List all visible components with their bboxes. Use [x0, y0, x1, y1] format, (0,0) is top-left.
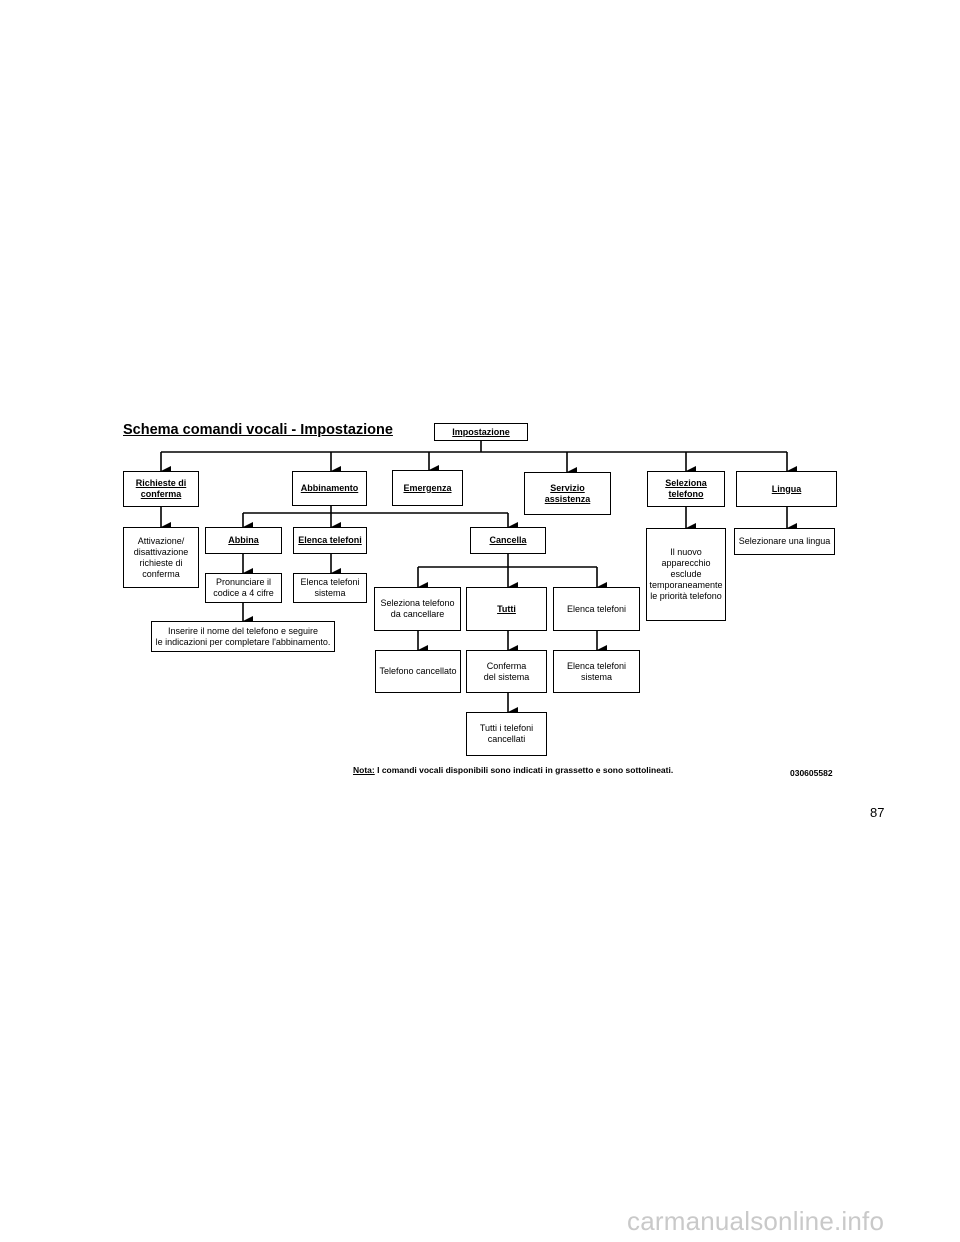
- node-elenca-telefoni-cancella-label: Elenca telefoni: [566, 603, 627, 614]
- node-inserire-nome-label: Inserire il nome del telefono e seguire …: [155, 625, 331, 647]
- node-elenca-telefoni-sistema: Elenca telefoni sistema: [293, 573, 367, 603]
- node-elenca-telefoni-sistema-cancella: Elenca telefoni sistema: [553, 650, 640, 693]
- node-seleziona-da-cancellare: Seleziona telefono da cancellare: [374, 587, 461, 631]
- node-seleziona-telefono: Seleziona telefono: [647, 471, 725, 507]
- footnote-text: I comandi vocali disponibili sono indica…: [374, 765, 674, 775]
- node-conferma-sistema-label: Conferma del sistema: [483, 660, 530, 682]
- watermark: carmanualsonline.info: [627, 1206, 885, 1236]
- node-elenca-telefoni: Elenca telefoni: [293, 527, 367, 554]
- node-seleziona-telefono-label: Seleziona telefono: [665, 478, 707, 499]
- node-impostazione: Impostazione: [434, 423, 528, 441]
- node-elenca-telefoni-sistema-cancella-label: Elenca telefoni sistema: [566, 660, 627, 682]
- node-abbina-label: Abbina: [228, 535, 259, 545]
- node-nuovo-apparecchio: Il nuovo apparecchio esclude temporaneam…: [646, 528, 726, 621]
- figure-code: 030605582: [790, 768, 833, 778]
- node-selezionare-lingua: Selezionare una lingua: [734, 528, 835, 555]
- node-inserire-nome: Inserire il nome del telefono e seguire …: [151, 621, 335, 652]
- node-cancella-label: Cancella: [489, 535, 527, 545]
- node-richieste-conferma: Richieste di conferma: [123, 471, 199, 507]
- footnote-label: Nota:: [353, 765, 375, 775]
- node-seleziona-da-cancellare-label: Seleziona telefono da cancellare: [380, 598, 455, 619]
- node-elenca-telefoni-cancella: Elenca telefoni: [553, 587, 640, 631]
- diagram-title: Schema comandi vocali - Impostazione: [123, 422, 393, 438]
- node-emergenza-label: Emergenza: [403, 482, 452, 493]
- node-attivazione-label: Attivazione/ disattivazione richieste di…: [133, 535, 189, 579]
- node-servizio-assistenza: Servizio assistenza: [524, 472, 611, 515]
- node-telefono-cancellato-label: Telefono cancellato: [379, 666, 457, 676]
- node-emergenza: Emergenza: [392, 470, 463, 506]
- node-elenca-telefoni-sistema-label: Elenca telefoni sistema: [300, 577, 360, 598]
- node-servizio-assistenza-label: Servizio assistenza: [544, 482, 591, 504]
- node-pronunciare-codice-label: Pronunciare il codice a 4 cifre: [213, 577, 274, 598]
- node-abbinamento-label: Abbinamento: [300, 483, 359, 493]
- node-tutti-cancellati-label: Tutti i telefoni cancellati: [479, 723, 534, 744]
- node-attivazione: Attivazione/ disattivazione richieste di…: [123, 527, 199, 588]
- node-richieste-conferma-label: Richieste di conferma: [135, 478, 187, 499]
- node-abbinamento: Abbinamento: [292, 471, 367, 506]
- node-tutti-label: Tutti: [497, 603, 516, 614]
- node-abbina: Abbina: [205, 527, 282, 554]
- node-elenca-telefoni-label: Elenca telefoni: [298, 535, 362, 545]
- footnote: Nota: I comandi vocali disponibili sono …: [353, 765, 673, 775]
- node-selezionare-lingua-label: Selezionare una lingua: [738, 536, 831, 546]
- node-telefono-cancellato: Telefono cancellato: [375, 650, 461, 693]
- node-conferma-sistema: Conferma del sistema: [466, 650, 547, 693]
- node-tutti-cancellati: Tutti i telefoni cancellati: [466, 712, 547, 756]
- node-nuovo-apparecchio-label: Il nuovo apparecchio esclude temporaneam…: [649, 547, 723, 601]
- node-lingua-label: Lingua: [771, 483, 802, 494]
- node-impostazione-label: Impostazione: [452, 426, 510, 437]
- page-number: 87: [870, 805, 885, 820]
- node-cancella: Cancella: [470, 527, 546, 554]
- node-lingua: Lingua: [736, 471, 837, 507]
- node-pronunciare-codice: Pronunciare il codice a 4 cifre: [205, 573, 282, 603]
- node-tutti: Tutti: [466, 587, 547, 631]
